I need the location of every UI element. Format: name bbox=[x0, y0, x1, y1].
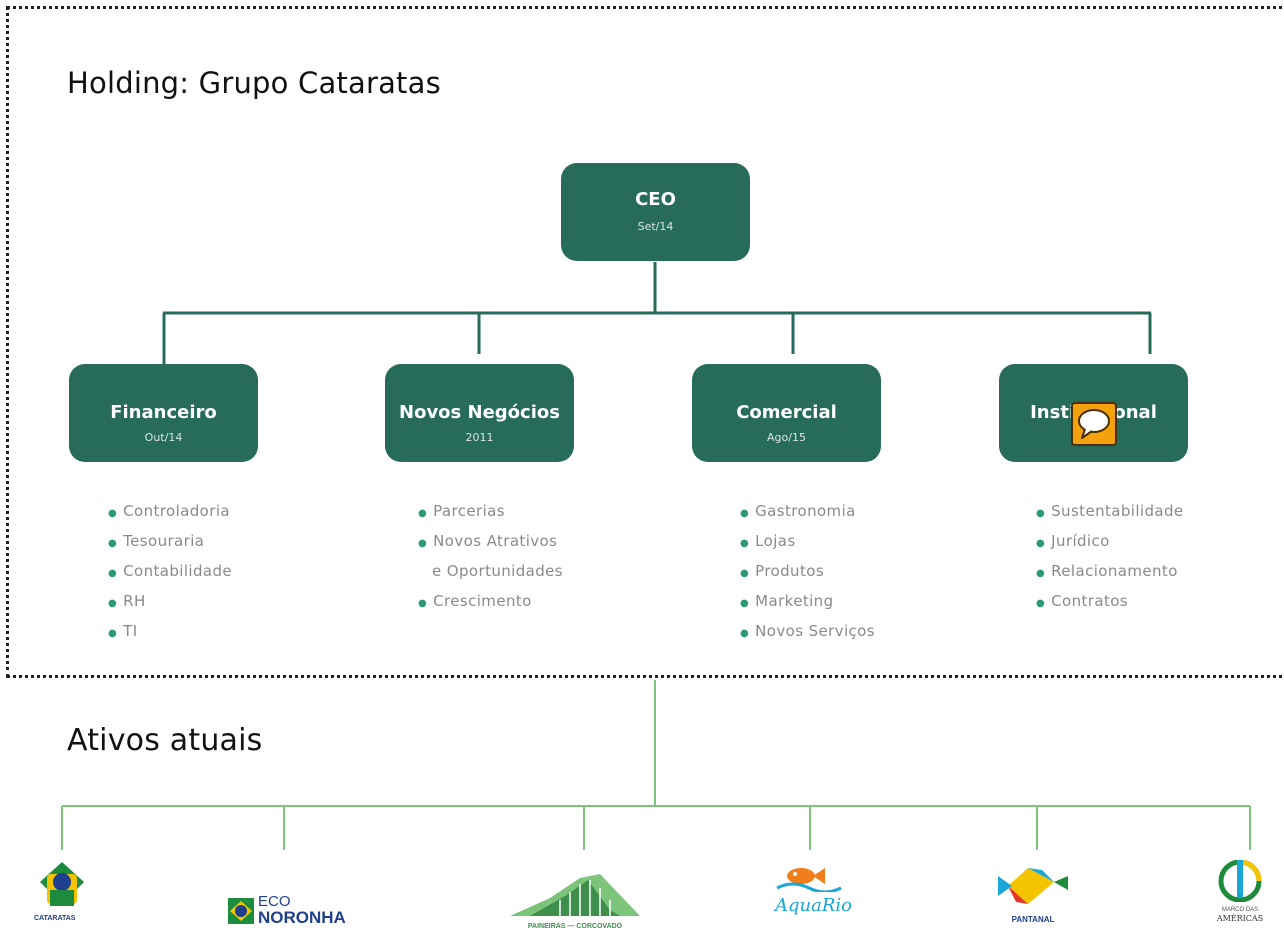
list-item: ●Contratos bbox=[1036, 592, 1129, 610]
department-date: Out/14 bbox=[144, 431, 183, 444]
department-box-financeiro: Financeiro Out/14 bbox=[69, 364, 258, 462]
department-title: Novos Negócios bbox=[399, 402, 560, 423]
eco-noronha-logo: ECO NORONHA bbox=[228, 893, 378, 928]
list-item: ●Crescimento bbox=[418, 592, 532, 610]
list-item: ●Relacionamento bbox=[1036, 562, 1178, 580]
department-title: Comercial bbox=[736, 402, 837, 423]
list-item: ●Produtos bbox=[740, 562, 825, 580]
org-connectors bbox=[162, 262, 1152, 364]
department-box-novos-negocios: Novos Negócios 2011 bbox=[385, 364, 574, 462]
list-item: ●RH bbox=[108, 592, 146, 610]
department-date: Ago/15 bbox=[767, 431, 806, 444]
asset-connectors bbox=[61, 680, 1251, 850]
ceo-date: Set/14 bbox=[637, 220, 674, 233]
list-novos-negocios: ●Parcerias ●Novos Atrativos e Oportunida… bbox=[418, 496, 563, 616]
pantanal-logo-text: PANTANAL bbox=[1011, 915, 1055, 924]
paineiras-corcovado-logo-text: PAINEIRAS — CORCOVADO bbox=[527, 923, 623, 930]
marco-das-americas-logo-text-2: AMÉRICAS bbox=[1216, 914, 1264, 923]
ceo-box: CEO Set/14 bbox=[561, 163, 750, 261]
aquario-logo: AquaRio bbox=[775, 862, 852, 928]
department-box-comercial: Comercial Ago/15 bbox=[692, 364, 881, 462]
list-item: ●Gastronomia bbox=[740, 502, 856, 520]
speech-bubble-icon[interactable] bbox=[1071, 402, 1117, 446]
aquario-logo-text: AquaRio bbox=[775, 895, 852, 916]
list-item: ●Lojas bbox=[740, 532, 796, 550]
marco-das-americas-logo: MARCO DAS AMÉRICAS bbox=[1200, 859, 1280, 928]
cataratas-logo-text: CATARATAS bbox=[34, 915, 76, 922]
holding-title: Holding: Grupo Cataratas bbox=[67, 66, 441, 100]
list-item: ●Parcerias bbox=[418, 502, 505, 520]
paineiras-corcovado-logo: PAINEIRAS — CORCOVADO bbox=[510, 870, 640, 930]
list-item: ●Marketing bbox=[740, 592, 834, 610]
eco-noronha-logo-text-1: ECO bbox=[258, 893, 291, 910]
eco-noronha-logo-text-2: NORONHA bbox=[258, 908, 346, 927]
list-institucional: ●Sustentabilidade ●Jurídico ●Relacioname… bbox=[1036, 496, 1184, 616]
cataratas-logo: CATARATAS bbox=[34, 860, 90, 928]
list-item: ●Controladoria bbox=[108, 502, 230, 520]
holding-frame bbox=[6, 6, 1284, 678]
list-item: ●Sustentabilidade bbox=[1036, 502, 1184, 520]
marco-das-americas-logo-text-1: MARCO DAS bbox=[1221, 907, 1259, 913]
list-financeiro: ●Controladoria ●Tesouraria ●Contabilidad… bbox=[108, 496, 232, 646]
list-item: ●Novos Serviços bbox=[740, 622, 875, 640]
department-title: Financeiro bbox=[110, 402, 217, 423]
list-item: ●TI bbox=[108, 622, 138, 640]
list-comercial: ●Gastronomia ●Lojas ●Produtos ●Marketing… bbox=[740, 496, 875, 646]
pantanal-logo: PANTANAL bbox=[998, 862, 1068, 928]
assets-title: Ativos atuais bbox=[67, 723, 263, 758]
list-item: ●Tesouraria bbox=[108, 532, 205, 550]
list-item: ●Novos Atrativos bbox=[418, 532, 558, 550]
list-item: ●Contabilidade bbox=[108, 562, 233, 580]
department-date: 2011 bbox=[465, 431, 494, 444]
list-item: e Oportunidades bbox=[432, 562, 564, 580]
ceo-title: CEO bbox=[635, 189, 676, 210]
list-item: ●Jurídico bbox=[1036, 532, 1110, 550]
